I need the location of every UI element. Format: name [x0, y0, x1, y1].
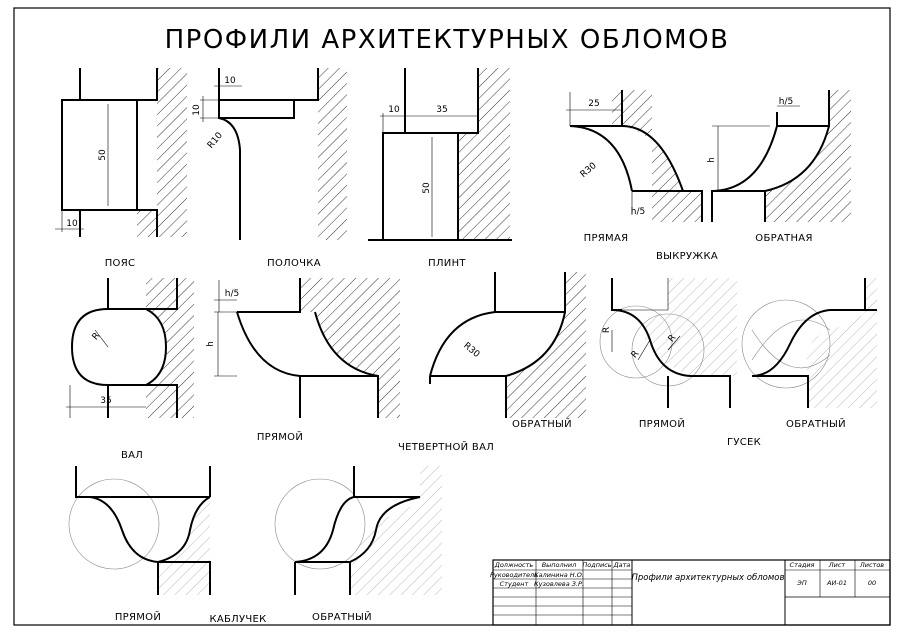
- tb-role-student: Студент: [500, 580, 529, 588]
- tb-sheet-header: Лист: [828, 561, 846, 569]
- tb-sheet: АИ-01: [826, 579, 847, 587]
- tb-stage-header: Стадия: [790, 561, 815, 569]
- profile-gusek-obratny: [741, 278, 877, 408]
- tb-name-student: Кузовлева З.Р.: [534, 580, 584, 588]
- tb-sheets: 00: [868, 579, 876, 587]
- tb-sheets-header: Листов: [859, 561, 884, 569]
- profile-val: [66, 278, 194, 418]
- dim-vykruzhka-obr-h: h: [707, 157, 717, 163]
- dim-plint-width: 35: [436, 105, 447, 115]
- title-block: [492, 559, 891, 626]
- label-gusek: ГУСЕК: [727, 437, 761, 448]
- tb-stage: ЭП: [796, 579, 807, 587]
- label-gusek-pryamoy: ПРЯМОЙ: [639, 417, 685, 430]
- dim-chval-radius: R30: [461, 341, 481, 360]
- label-vykruzhka: ВЫКРУЖКА: [656, 251, 718, 262]
- label-kablychek-obratny: ОБРАТНЫЙ: [312, 610, 372, 623]
- dim-gusek-r3: R: [667, 333, 679, 344]
- label-vykruzhka-obratnaya: ОБРАТНАЯ: [755, 233, 812, 244]
- dim-poyas-offset: 10: [66, 219, 78, 229]
- dim-poyas-height: 50: [98, 149, 108, 161]
- tb-header-role: Должность: [494, 561, 534, 569]
- profile-polochka: [200, 68, 347, 240]
- profile-kablychek-obratny: [274, 466, 442, 595]
- tb-document-title: Профили архитектурных обломов: [632, 573, 785, 583]
- label-chetvertnoy-val: ЧЕТВЕРТНОЙ ВАЛ: [398, 440, 494, 453]
- dim-val-radius: R: [91, 331, 103, 342]
- label-plint: ПЛИНТ: [428, 258, 466, 269]
- label-chval-obratny: ОБРАТНЫЙ: [512, 417, 572, 430]
- dim-polochka-height: 10: [192, 104, 202, 116]
- dim-vykruzhka-h5: h/5: [631, 207, 645, 217]
- sheet-frame: [13, 7, 891, 626]
- label-kablychek-pryamoy: ПРЯМОЙ: [115, 610, 161, 623]
- tb-header-date: Дата: [613, 561, 631, 569]
- tb-header-performer: Выполнил: [542, 561, 577, 569]
- tb-role-supervisor: Руководитель: [490, 571, 538, 579]
- tb-header-signature: Подпись: [582, 561, 611, 569]
- dim-gusek-r2: R: [630, 349, 642, 360]
- label-polochka: ПОЛОЧКА: [267, 258, 321, 269]
- dim-chval-h: h: [206, 341, 216, 347]
- tb-name-supervisor: Калинина Н.О.: [534, 571, 584, 579]
- dim-vykruzhka-radius: R30: [579, 161, 599, 180]
- dim-vykruzhka-obr-h5: h/5: [779, 97, 793, 107]
- label-val: ВАЛ: [121, 450, 143, 461]
- profile-plint: [368, 68, 512, 241]
- profile-vykruzhka-obratnaya: [711, 90, 851, 222]
- label-vykruzhka-pryamaya: ПРЯМАЯ: [584, 233, 629, 244]
- label-kablychek: КАБЛУЧЕК: [209, 614, 266, 625]
- label-poyas: ПОЯС: [105, 258, 136, 269]
- profile-gusek-pryamoy: [599, 278, 737, 408]
- label-chval-pryamoy: ПРЯМОЙ: [257, 430, 303, 443]
- dim-gusek-r1: R: [602, 327, 612, 333]
- profile-poyas: [55, 68, 187, 237]
- dim-plint-offset: 10: [388, 105, 400, 115]
- dim-plint-height: 50: [422, 182, 432, 194]
- profile-vykruzhka-pryamaya: [566, 90, 703, 222]
- page-title: ПРОФИЛИ АРХИТЕКТУРНЫХ ОБЛОМОВ: [165, 25, 730, 55]
- profile-kablychek-pryamoy: [68, 466, 211, 595]
- dim-polochka-radius: R10: [206, 131, 225, 151]
- profile-chetvertnoy-val-obratny: [429, 272, 586, 418]
- dim-chval-h5: h/5: [225, 289, 239, 299]
- dim-vykruzhka-width: 25: [588, 99, 599, 109]
- profile-chetvertnoy-val-pryamoy: [214, 278, 400, 418]
- label-gusek-obratny: ОБРАТНЫЙ: [786, 417, 846, 430]
- dim-polochka-width: 10: [224, 76, 236, 86]
- dim-val-width: 35: [100, 396, 111, 406]
